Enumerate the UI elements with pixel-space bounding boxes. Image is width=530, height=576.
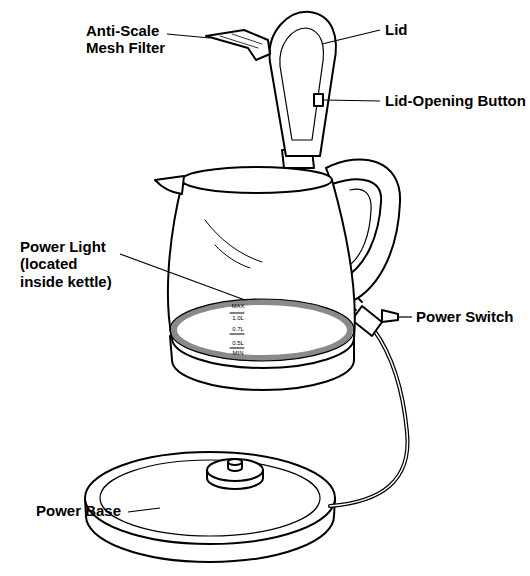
mesh-filter bbox=[206, 30, 270, 60]
leader-line bbox=[167, 34, 210, 38]
mesh-filter-grid bbox=[220, 34, 262, 48]
base-ring bbox=[100, 460, 320, 536]
base-pin-top bbox=[228, 459, 242, 465]
part-label: Power Light (located inside kettle) bbox=[20, 238, 120, 290]
capacity-mark: MIN bbox=[230, 350, 246, 356]
base-post-top bbox=[207, 459, 263, 481]
handle-inner bbox=[350, 189, 371, 265]
leader-line bbox=[120, 254, 245, 300]
capacity-mark: 0.5L bbox=[230, 340, 246, 346]
lid-button bbox=[314, 94, 323, 106]
part-label: Lid-Opening Button bbox=[385, 92, 530, 109]
capacity-mark: MAX bbox=[230, 303, 246, 309]
base-top bbox=[85, 452, 335, 544]
power-light-edge bbox=[170, 299, 354, 361]
glass-reflection bbox=[205, 220, 262, 268]
leader-lines bbox=[120, 30, 412, 512]
power-light-ring bbox=[174, 302, 350, 358]
kettle-rim bbox=[182, 167, 332, 193]
leader-line bbox=[322, 30, 380, 44]
kettle-body bbox=[168, 180, 355, 368]
capacity-mark: 1.0L bbox=[230, 315, 246, 321]
leader-line bbox=[128, 508, 160, 512]
lid-panel bbox=[280, 28, 324, 140]
leader-line bbox=[399, 316, 412, 317]
capacity-mark: 0.7L bbox=[230, 326, 246, 332]
part-label: Lid bbox=[385, 21, 445, 38]
power-switch bbox=[382, 310, 398, 322]
part-label: Power Switch bbox=[416, 308, 530, 325]
kettle-spout bbox=[155, 176, 184, 194]
part-label: Anti-Scale Mesh Filter bbox=[86, 22, 182, 57]
part-label: Power Base bbox=[36, 502, 136, 519]
lid bbox=[270, 12, 336, 156]
leader-line bbox=[324, 100, 380, 101]
